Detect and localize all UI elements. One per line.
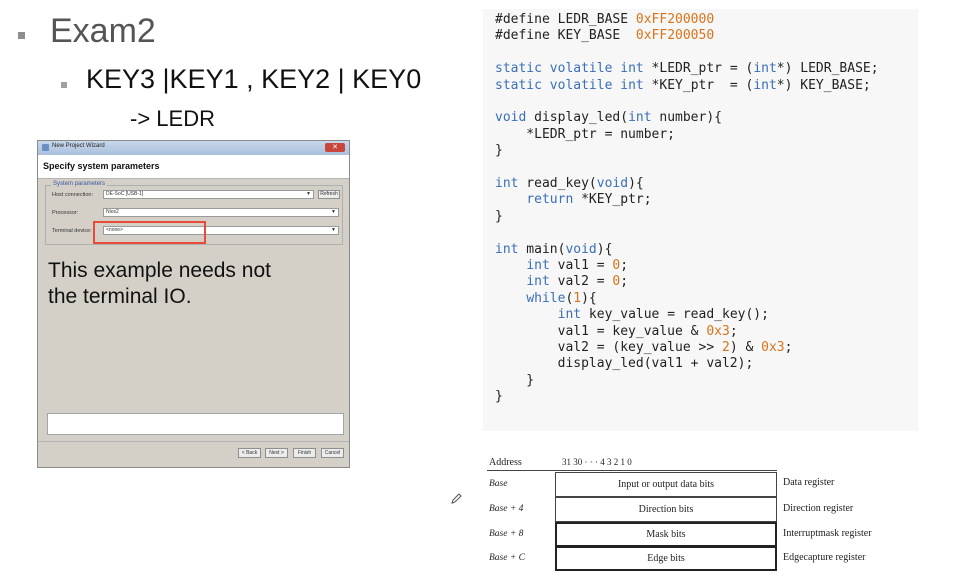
pencil-icon[interactable] xyxy=(449,492,463,506)
address-header: Address xyxy=(489,457,522,468)
register-name: Direction register xyxy=(783,503,854,514)
wizard-header: Specify system parameters xyxy=(38,155,349,179)
register-field: Direction bits xyxy=(555,497,777,522)
wizard-button-bar: < Back Next > Finish Cancel xyxy=(38,441,349,461)
register-field: Edge bits xyxy=(555,546,777,571)
slide-title: Exam2 xyxy=(50,12,156,50)
window-title: New Project Wizard xyxy=(52,143,105,149)
terminal-device-select[interactable]: <none> ▼ xyxy=(103,226,339,235)
register-name: Interruptmask register xyxy=(783,528,872,539)
register-name: Edgecapture register xyxy=(783,552,866,563)
register-name: Data register xyxy=(783,477,835,488)
next-button[interactable]: Next > xyxy=(265,448,288,458)
close-icon[interactable]: ✕ xyxy=(325,143,345,152)
system-parameters-group: System parameters Host connection: DE-So… xyxy=(45,181,343,245)
code-line: int main(void){ xyxy=(495,241,613,257)
bullet-marker xyxy=(61,82,67,88)
code-line: int val1 = 0; xyxy=(526,257,629,273)
chevron-down-icon: ▼ xyxy=(331,227,336,233)
host-connection-select[interactable]: DE-SoC [USB-1] ▼ xyxy=(103,190,314,199)
register-field: Mask bits xyxy=(555,522,777,547)
slide-subtitle-arrow: -> LEDR xyxy=(130,106,215,131)
code-line: int read_key(void){ xyxy=(495,175,644,191)
code-line: *LEDR_ptr = number; xyxy=(495,126,676,142)
processor-select[interactable]: Nios2 ▼ xyxy=(103,208,339,217)
chevron-down-icon: ▼ xyxy=(306,191,311,197)
register-address: Base xyxy=(489,479,508,489)
processor-value: Nios2 xyxy=(106,209,119,215)
bullet-marker xyxy=(18,32,25,39)
finish-button[interactable]: Finish xyxy=(293,448,316,458)
code-line: } xyxy=(495,372,535,388)
refresh-button[interactable]: Refresh xyxy=(318,190,340,199)
code-line: } xyxy=(495,143,503,159)
cancel-button[interactable]: Cancel xyxy=(321,448,344,458)
code-line: #define KEY_BASE 0xFF200050 xyxy=(495,28,715,44)
register-address: Base + 4 xyxy=(489,504,524,514)
terminal-device-value: <none> xyxy=(106,227,123,233)
code-line: return *KEY_ptr; xyxy=(526,192,652,208)
slide-subtitle: KEY3 |KEY1 , KEY2 | KEY0 xyxy=(86,64,422,94)
host-connection-value: DE-SoC [USB-1] xyxy=(106,191,144,197)
annotation-line: the terminal IO. xyxy=(48,285,192,308)
code-line: void display_led(int number){ xyxy=(495,110,722,126)
message-panel xyxy=(47,413,344,435)
bit-labels: 31 30 · · · 4 3 2 1 0 xyxy=(562,457,632,467)
register-field: Input or output data bits xyxy=(555,472,777,497)
annotation-line: This example needs not xyxy=(48,259,271,282)
divider xyxy=(487,470,777,471)
code-line: static volatile int *KEY_ptr = (int*) KE… xyxy=(495,77,871,93)
wizard-heading: Specify system parameters xyxy=(43,161,160,171)
code-line: val2 = (key_value >> 2) & 0x3; xyxy=(495,339,793,355)
chevron-down-icon: ▼ xyxy=(331,209,336,215)
app-icon xyxy=(42,144,49,151)
code-line: #define LEDR_BASE 0xFF200000 xyxy=(495,11,715,27)
code-line: } xyxy=(495,208,503,224)
code-line: while(1){ xyxy=(526,290,597,306)
processor-label: Processor: xyxy=(52,210,79,216)
highlight-box xyxy=(93,221,206,244)
code-line: val1 = key_value & 0x3; xyxy=(495,323,738,339)
code-line: static volatile int *LEDR_ptr = (int*) L… xyxy=(495,61,879,77)
code-block: #define LEDR_BASE 0xFF200000#define KEY_… xyxy=(483,9,918,431)
terminal-device-label: Terminal device: xyxy=(52,228,92,234)
code-line: } xyxy=(495,389,503,405)
host-connection-label: Host connection: xyxy=(52,192,93,198)
group-label: System parameters xyxy=(51,181,108,187)
code-line: int key_value = read_key(); xyxy=(557,307,769,323)
window-titlebar: New Project Wizard ✕ xyxy=(38,141,349,155)
back-button[interactable]: < Back xyxy=(238,448,261,458)
new-project-wizard-window: New Project Wizard ✕ Specify system para… xyxy=(37,140,350,468)
code-line: int val2 = 0; xyxy=(526,274,629,290)
annotation-note: This example needs not the terminal IO. xyxy=(48,258,271,310)
register-address: Base + C xyxy=(489,553,525,563)
code-line: display_led(val1 + val2); xyxy=(495,356,754,372)
register-address: Base + 8 xyxy=(489,529,524,539)
